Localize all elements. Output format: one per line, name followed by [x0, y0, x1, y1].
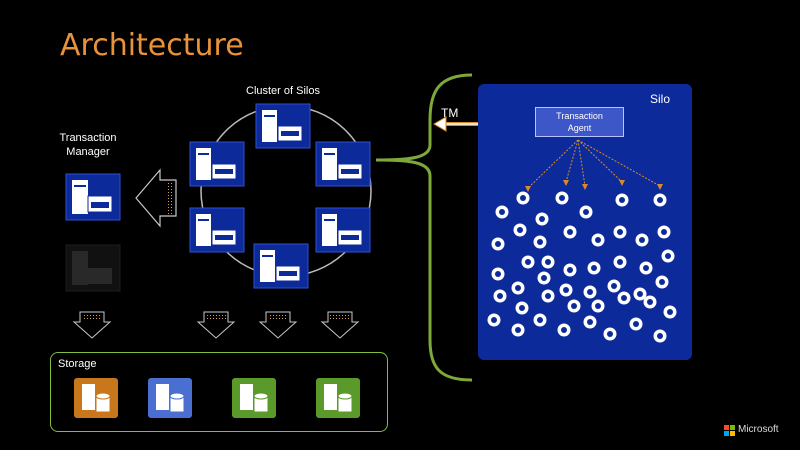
storage-database-icon: [74, 378, 118, 418]
grain-icon: [607, 279, 621, 293]
grain-icon: [533, 235, 547, 249]
grain-icon: [515, 301, 529, 315]
transaction-manager-label: Transaction Manager: [58, 131, 118, 159]
agent-label-line1: Transaction: [556, 111, 603, 121]
silo-server-icon: [189, 141, 245, 187]
grain-icon: [513, 223, 527, 237]
tm-link-label: TM: [441, 106, 459, 120]
grain-icon: [663, 305, 677, 319]
brand-name: Microsoft: [738, 424, 779, 435]
grain-icon: [603, 327, 617, 341]
agent-arrow-icon: [525, 139, 579, 192]
silo-server-icon: [315, 207, 371, 253]
agent-arrow-icon: [577, 139, 663, 190]
agent-arrow-icon: [563, 139, 579, 186]
grain-icon: [541, 255, 555, 269]
grain-icon: [653, 329, 667, 343]
grain-icon: [487, 313, 501, 327]
cluster-label: Cluster of Silos: [246, 85, 320, 97]
agent-arrow-icon: [577, 139, 588, 190]
grain-icon: [495, 205, 509, 219]
down-arrow-icon: [196, 311, 236, 339]
grain-icon: [491, 267, 505, 281]
silo-server-icon: [189, 207, 245, 253]
grain-icon: [541, 289, 555, 303]
grain-icon: [587, 261, 601, 275]
grain-icon: [633, 287, 647, 301]
grain-icon: [643, 295, 657, 309]
grain-icon: [516, 191, 530, 205]
grain-icon: [583, 315, 597, 329]
silo-server-icon: [255, 103, 311, 149]
grain-icon: [591, 299, 605, 313]
grain-icon: [613, 225, 627, 239]
grain-icon: [655, 275, 669, 289]
backup-manager-server-icon: [65, 244, 121, 292]
tm-label-line1: Transaction: [59, 132, 117, 144]
grain-icon: [591, 233, 605, 247]
silo-server-icon: [315, 141, 371, 187]
grain-icon: [559, 283, 573, 297]
down-arrow-icon: [320, 311, 360, 339]
grain-icon: [491, 237, 505, 251]
grain-icon: [613, 255, 627, 269]
silo-label: Silo: [650, 92, 671, 106]
grain-icon: [555, 191, 569, 205]
transaction-agent-box: Transaction Agent: [535, 107, 624, 137]
grain-icon: [657, 225, 671, 239]
grain-icon: [493, 289, 507, 303]
grain-icon: [511, 281, 525, 295]
grain-icon: [629, 317, 643, 331]
silo-zoom-bracket: [375, 73, 473, 382]
grain-icon: [583, 285, 597, 299]
storage-database-icon: [316, 378, 360, 418]
grain-icon: [533, 313, 547, 327]
storage-container: [50, 352, 388, 432]
storage-database-icon: [232, 378, 276, 418]
grain-icon: [635, 233, 649, 247]
agent-arrow-icon: [577, 139, 625, 186]
grain-icon: [567, 299, 581, 313]
grain-icon: [639, 261, 653, 275]
grain-icon: [511, 323, 525, 337]
grain-icon: [661, 249, 675, 263]
failover-arrow-icon: [135, 168, 177, 228]
storage-database-icon: [148, 378, 192, 418]
page-title: Architecture: [60, 28, 244, 63]
grain-icon: [535, 212, 549, 226]
grain-icon: [579, 205, 593, 219]
tm-label-line2: Manager: [66, 146, 110, 158]
agent-label-line2: Agent: [567, 123, 592, 133]
grain-icon: [557, 323, 571, 337]
grain-icon: [653, 193, 667, 207]
storage-label: Storage: [58, 358, 97, 370]
grain-icon: [563, 225, 577, 239]
transaction-manager-server-icon: [65, 173, 121, 221]
grain-icon: [615, 193, 629, 207]
down-arrow-icon: [258, 311, 298, 339]
grain-icon: [617, 291, 631, 305]
silo-server-icon: [253, 243, 309, 289]
down-arrow-icon: [72, 311, 112, 339]
grain-icon: [563, 263, 577, 277]
grain-icon: [537, 271, 551, 285]
grain-icon: [521, 255, 535, 269]
